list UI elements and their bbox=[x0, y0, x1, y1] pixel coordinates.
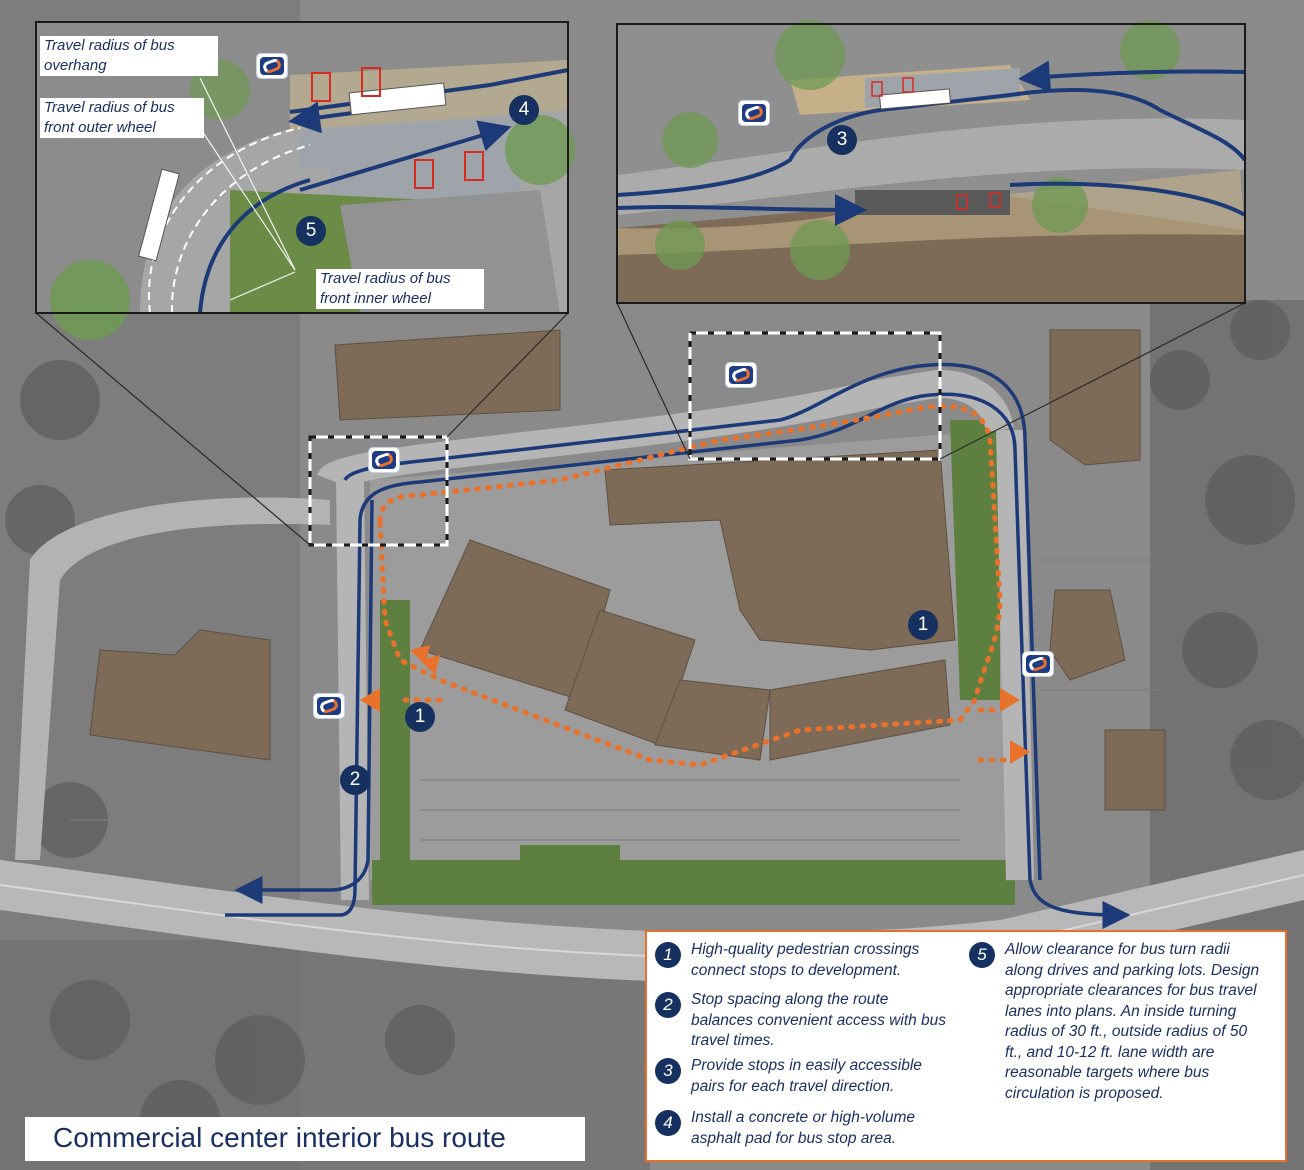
legend-number: 3 bbox=[655, 1058, 681, 1084]
legend-number: 1 bbox=[655, 942, 681, 968]
buildings bbox=[89, 329, 1166, 811]
pedestrian-arrow-icon bbox=[360, 645, 1030, 764]
zoom-box-north-alt bbox=[688, 331, 942, 461]
legend-text: Stop spacing along the route balances co… bbox=[691, 991, 947, 1049]
inset-right-map bbox=[616, 20, 1247, 304]
inset-leader-lines bbox=[35, 302, 1246, 546]
map-title: Commercial center interior bus route bbox=[53, 1122, 506, 1153]
title-box: Commercial center interior bus route bbox=[25, 1117, 585, 1161]
legend-text: Allow clearance for bus turn radii along… bbox=[1005, 941, 1260, 1102]
marker-2: 2 bbox=[340, 765, 370, 795]
transit-stop-icon bbox=[368, 447, 400, 473]
label-bus-overhang: Travel radius of bus overhang bbox=[40, 36, 218, 76]
transit-stop-icon bbox=[256, 53, 288, 79]
legend-number: 5 bbox=[969, 942, 995, 968]
route-counterclockwise bbox=[234, 499, 374, 904]
woodland-texture bbox=[5, 300, 1304, 1160]
marker-1-east: 1 bbox=[908, 610, 938, 640]
marker-5: 5 bbox=[296, 216, 326, 246]
label-front-inner-wheel: Travel radius of bus front inner wheel bbox=[316, 269, 484, 309]
legend-number: 4 bbox=[655, 1110, 681, 1136]
legend-panel: 1 High-quality pedestrian crossings conn… bbox=[645, 930, 1287, 1162]
transit-stop-icon bbox=[313, 693, 345, 719]
legend-text: High-quality pedestrian crossings connec… bbox=[691, 941, 920, 979]
legend-text: Install a concrete or high-volume asphal… bbox=[691, 1109, 916, 1147]
transit-stop-icon bbox=[725, 362, 757, 388]
marker-4: 4 bbox=[509, 95, 539, 125]
marker-3: 3 bbox=[827, 125, 857, 155]
legend-number: 2 bbox=[655, 992, 681, 1018]
transit-stop-icon bbox=[1022, 651, 1054, 677]
legend-text: Provide stops in easily accessible pairs… bbox=[691, 1057, 922, 1095]
zoom-box-west-alt bbox=[308, 435, 449, 547]
label-front-outer-wheel: Travel radius of bus front outer wheel bbox=[40, 98, 204, 138]
transit-stop-icon bbox=[738, 100, 770, 126]
marker-1-west: 1 bbox=[405, 702, 435, 732]
